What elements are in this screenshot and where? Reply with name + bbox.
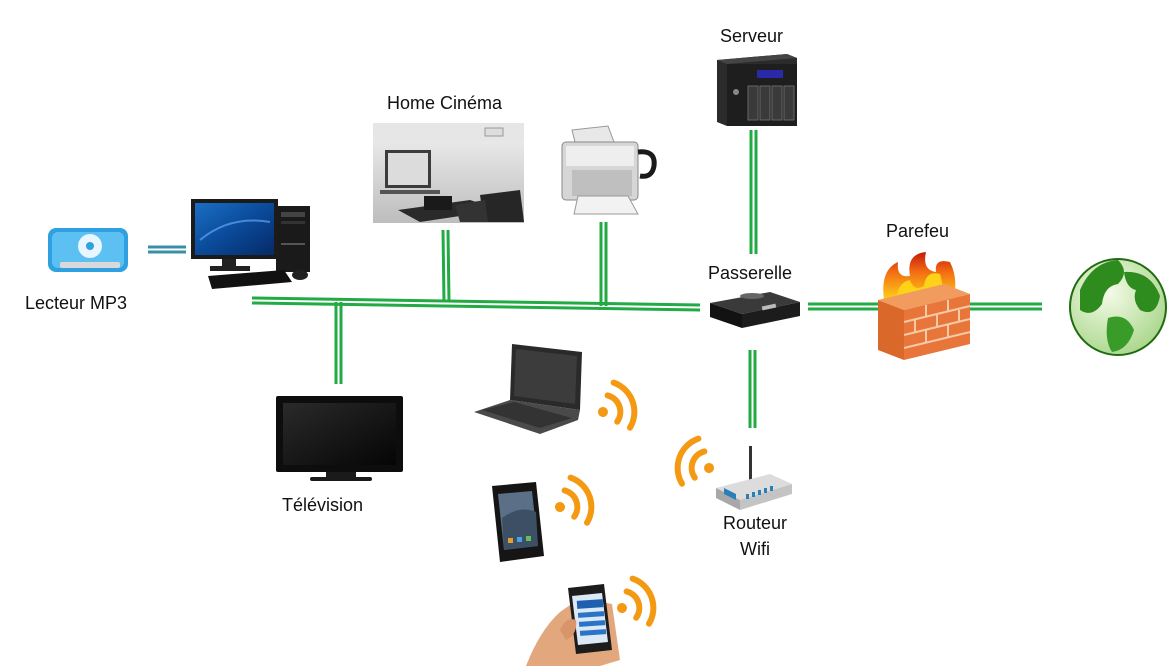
label-television: Télévision <box>282 495 364 515</box>
nas-server-icon <box>717 54 797 126</box>
label-parefeu: Parefeu <box>886 221 950 241</box>
link-television <box>334 302 343 384</box>
label-passerelle: Passerelle <box>708 263 793 283</box>
link-server-gateway <box>749 130 758 254</box>
printer-icon <box>561 125 657 215</box>
link-gateway-firewall <box>808 302 880 311</box>
firewall-icon <box>878 252 971 360</box>
tablet-icon <box>492 482 544 562</box>
link-firewall-internet <box>962 302 1042 311</box>
gateway-box-icon <box>710 292 800 328</box>
wifi-signal-tablet-icon <box>555 474 595 526</box>
label-routeur-line1: Routeur <box>722 513 788 533</box>
link-mp3 <box>148 245 186 254</box>
label-routeur-line2: Wifi <box>740 539 770 559</box>
label-serveur: Serveur <box>720 26 784 46</box>
link-printer <box>599 222 608 306</box>
mp3-player-icon <box>48 228 128 272</box>
label-lecteur-mp3: Lecteur MP3 <box>25 293 128 313</box>
label-routeur-wifi: Routeur Wifi <box>712 512 798 560</box>
desktop-computer-icon <box>191 199 310 289</box>
home-cinema-icon <box>373 123 524 223</box>
wired-links <box>251 130 1042 428</box>
wifi-signal-router-icon <box>674 435 714 487</box>
globe-icon <box>1069 258 1167 356</box>
link-backbone <box>251 296 701 312</box>
smartphone-icon <box>526 584 620 666</box>
laptop-icon <box>474 344 582 434</box>
wifi-signal-laptop-icon <box>598 379 638 431</box>
label-home-cinema: Home Cinéma <box>387 93 503 113</box>
link-gateway-router <box>748 350 757 428</box>
wifi-router-icon <box>716 446 792 510</box>
television-icon <box>276 396 403 481</box>
wifi-signal-smartphone-icon <box>617 575 657 627</box>
link-home-cinema <box>441 229 451 303</box>
